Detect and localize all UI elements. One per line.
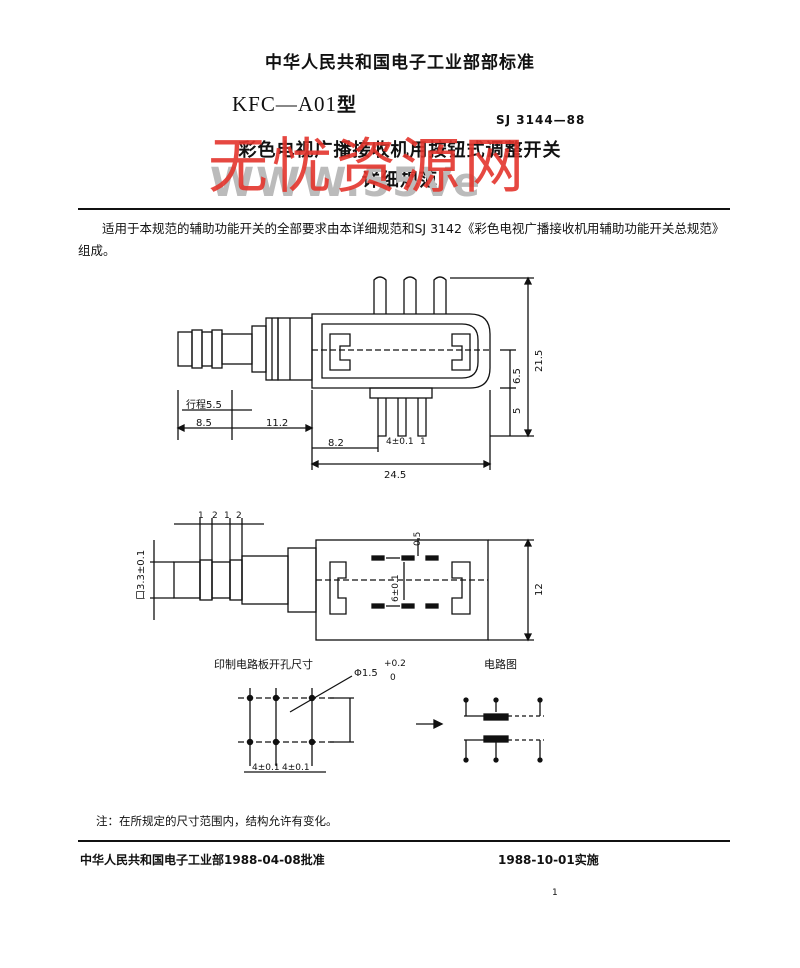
footer-rule — [78, 840, 730, 842]
pitch-label-3: 1 — [224, 511, 230, 521]
pitch-label-4: 2 — [236, 511, 242, 521]
pcb-dim-4b: 4±0.1 — [282, 763, 310, 773]
dim-11-2: 11.2 — [266, 418, 288, 429]
dim-4-pitch: 4±0.1 — [386, 437, 414, 447]
model-suffix: 型 — [337, 94, 358, 116]
doc-subtitle: 详细规范 — [362, 170, 438, 191]
dim-6-5: 6.5 — [512, 368, 523, 384]
dim-1: 1 — [420, 437, 426, 447]
side-view-drawing — [176, 276, 534, 470]
watermark-text: 无忧资源网 — [208, 132, 528, 202]
watermark-gray: WWW.55Ve — [210, 160, 482, 206]
dim-0-5: 0.5 — [413, 532, 423, 546]
dim-21-5: 21.5 — [534, 350, 545, 372]
circuit-diagram — [416, 697, 544, 763]
org-standard-heading: 中华人民共和国电子工业部部标准 — [265, 53, 535, 73]
pcb-title: 印制电路板开孔尺寸 — [214, 657, 313, 671]
approval-line: 中华人民共和国电子工业部1988-04-08批准 — [80, 853, 325, 867]
effective-date: 1988-10-01实施 — [498, 853, 599, 867]
dim-24-5: 24.5 — [384, 470, 406, 481]
standard-number: SJ 3144—88 — [496, 113, 586, 127]
header-rule — [78, 208, 730, 210]
dim-stroke-label: 行程5.5 — [186, 398, 222, 411]
pitch-label-2: 2 — [212, 511, 218, 521]
pcb-hole-tol-upper: +0.2 — [384, 659, 406, 669]
dim-8-5: 8.5 — [196, 418, 212, 429]
dim-3-3: 口3.3±0.1 — [136, 550, 147, 600]
intro-paragraph: 适用于本规范的辅助功能开关的全部要求由本详细规范和SJ 3142《彩色电视广播接… — [78, 221, 725, 258]
dim-5: 5 — [512, 408, 523, 414]
model-heading: KFC—A01型 — [232, 90, 357, 117]
note-text: 注：在所规定的尺寸范围内，结构允许有变化。 — [96, 814, 338, 828]
pcb-hole-dim: Φ1.5 — [354, 668, 378, 679]
page-number: 1 — [552, 888, 558, 898]
pcb-hole-drawing — [238, 675, 354, 773]
circuit-title: 电路图 — [484, 658, 517, 671]
model-code: KFC—A01 — [232, 92, 338, 116]
top-view-drawing — [150, 518, 534, 642]
dim-6: 6±0.1 — [391, 574, 401, 602]
pcb-dim-4: 4±0.1 — [252, 763, 280, 773]
pcb-hole-tol-lower: 0 — [390, 673, 396, 683]
doc-title: 彩色电视广播接收机用按钮式调整开关 — [238, 140, 562, 161]
pitch-label-1: 1 — [198, 511, 204, 521]
dim-8-2: 8.2 — [328, 438, 344, 449]
dim-12: 12 — [534, 583, 545, 596]
